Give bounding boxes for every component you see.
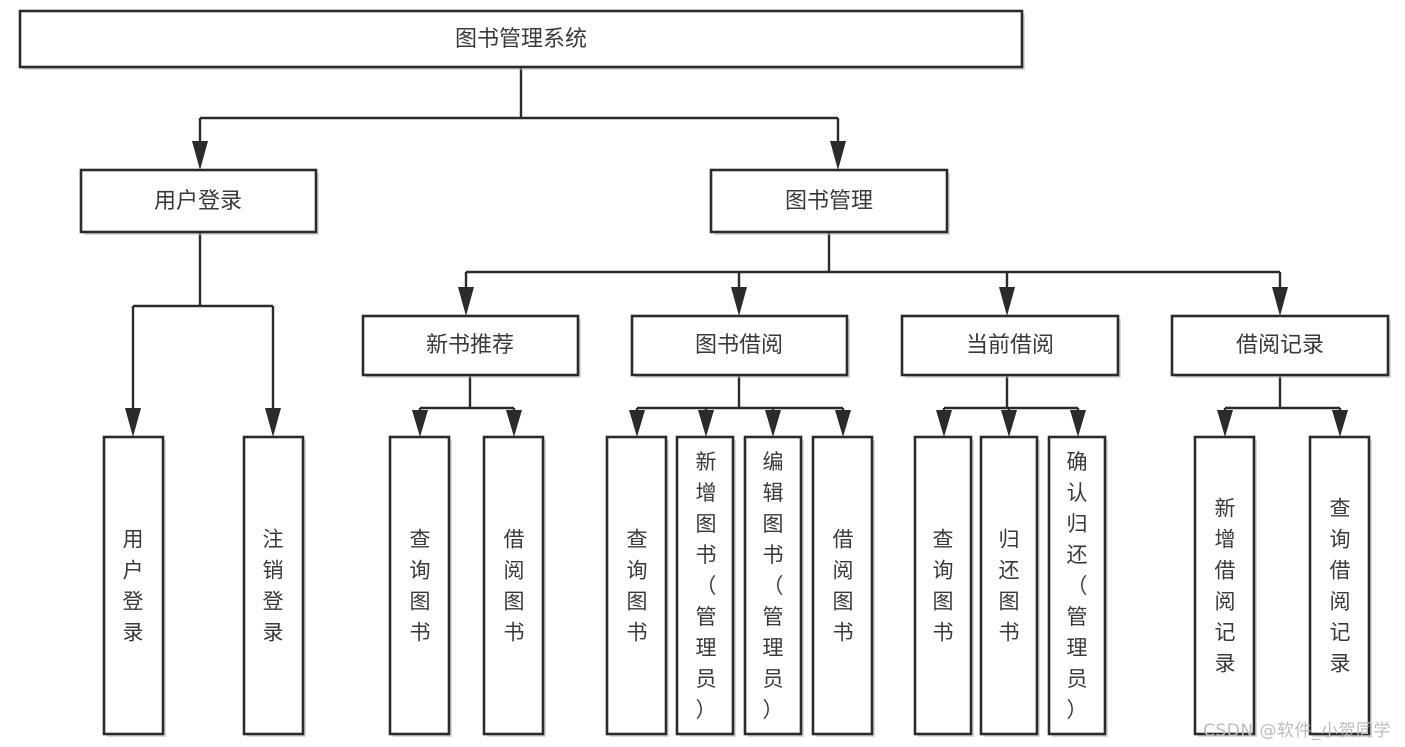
node-borrow-record[interactable]: 借阅记录 <box>1170 314 1391 378</box>
node-user-login[interactable]: 用户登录 <box>79 168 319 235</box>
leaf-label-vertical: 归还图书 <box>999 528 1020 645</box>
leaf-node[interactable]: 归还图书 <box>979 435 1040 737</box>
leaf-label-vertical: 查询图书 <box>410 528 431 645</box>
leaf-node[interactable]: 确认归还（管理员） <box>1047 435 1108 737</box>
leaf-node[interactable]: 新增图书（管理员） <box>675 435 736 737</box>
connector-root-to-level2 <box>192 67 846 170</box>
csdn-watermark: CSDN @软件_小贺同学 <box>1203 721 1391 741</box>
node-new-book-recommend-label: 新书推荐 <box>426 333 514 358</box>
leaf-node[interactable]: 查询图书 <box>388 435 452 737</box>
leaf-label-vertical: 新增图书（管理员） <box>696 450 717 722</box>
leaf-node[interactable]: 借阅图书 <box>482 435 546 737</box>
leaf-label-vertical: 借阅图书 <box>504 528 525 645</box>
leaf-label-vertical: 新增借阅记录 <box>1215 497 1236 676</box>
connector-current-to-leaves <box>936 375 1086 437</box>
node-current-borrow[interactable]: 当前借阅 <box>900 314 1121 378</box>
leaf-label-vertical: 注销登录 <box>263 528 284 645</box>
leaf-node[interactable]: 查询图书 <box>605 435 669 737</box>
leaf-node[interactable]: 借阅图书 <box>811 435 875 737</box>
node-root[interactable]: 图书管理系统 <box>18 9 1025 70</box>
leaf-node[interactable]: 查询图书 <box>913 435 974 737</box>
leaf-label-vertical: 借阅图书 <box>833 528 854 645</box>
connector-record-to-leaves <box>1217 375 1348 437</box>
leaf-label-vertical: 编辑图书（管理员） <box>763 450 784 722</box>
leaf-node[interactable]: 查询借阅记录 <box>1308 435 1372 737</box>
leaf-label-vertical: 用户登录 <box>123 528 144 645</box>
node-new-book-recommend[interactable]: 新书推荐 <box>361 314 581 378</box>
connector-books-to-level3 <box>458 232 1288 316</box>
leaf-node[interactable]: 注销登录 <box>242 435 306 737</box>
node-borrow-record-label: 借阅记录 <box>1236 333 1324 358</box>
leaf-node[interactable]: 用户登录 <box>102 435 166 737</box>
connector-userlogin-to-leaves <box>125 232 281 437</box>
node-book-management-label: 图书管理 <box>785 189 873 214</box>
leaf-label-vertical: 查询图书 <box>933 528 954 645</box>
node-root-label: 图书管理系统 <box>455 27 587 52</box>
node-current-borrow-label: 当前借阅 <box>966 333 1054 358</box>
node-book-borrow[interactable]: 图书借阅 <box>630 314 850 378</box>
node-user-login-label: 用户登录 <box>154 189 242 214</box>
leaf-node[interactable]: 新增借阅记录 <box>1193 435 1257 737</box>
leaf-label-vertical: 确认归还（管理员） <box>1067 450 1088 722</box>
node-book-borrow-label: 图书借阅 <box>695 333 783 358</box>
leaf-label-vertical: 查询借阅记录 <box>1330 497 1351 676</box>
leaf-label-vertical: 查询图书 <box>627 528 648 645</box>
leaf-node[interactable]: 编辑图书（管理员） <box>743 435 804 737</box>
node-book-management[interactable]: 图书管理 <box>709 168 950 235</box>
connector-borrow-to-leaves <box>629 375 851 437</box>
connector-newbook-to-leaves <box>412 375 522 437</box>
